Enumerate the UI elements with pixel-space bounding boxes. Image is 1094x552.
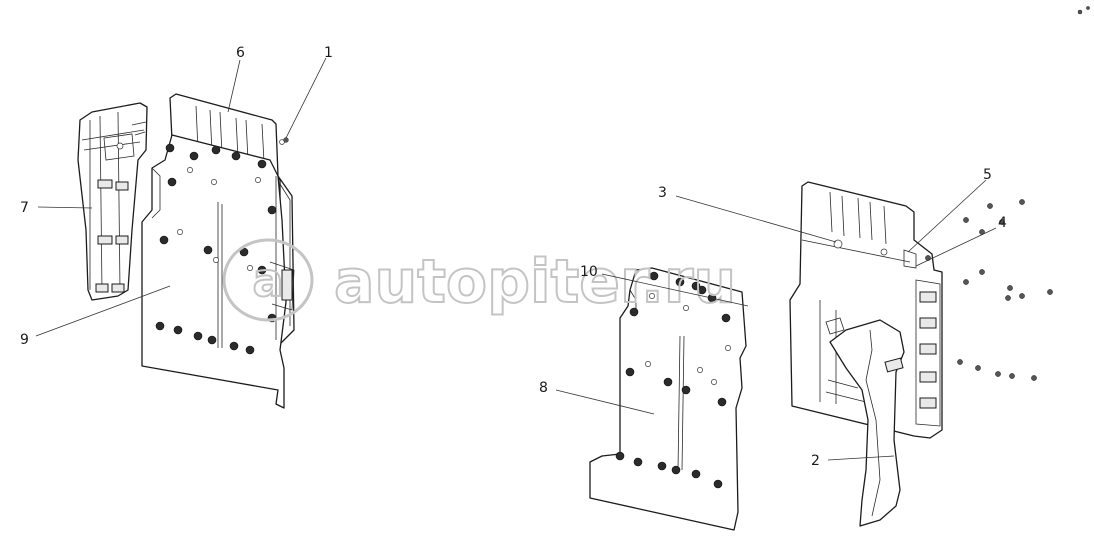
callout-7: 7 [20, 200, 29, 216]
callout-labels: 1 2 3 4 5 6 7 8 9 10 [20, 45, 1007, 469]
right-board-fasteners [615, 271, 731, 489]
callout-9: 9 [20, 332, 29, 348]
part-8-right-board [589, 267, 747, 531]
callout-4: 4 [998, 215, 1007, 231]
watermark-logo-letter: a [252, 253, 283, 307]
part-7-bracket [77, 102, 148, 301]
watermark-logo: a autopiter.ru [222, 238, 737, 322]
loose-bolts [925, 6, 1090, 381]
callout-6: 6 [236, 45, 245, 61]
callout-1: 1 [324, 45, 333, 61]
part-9-front-board [141, 134, 295, 409]
part-2-curved-shield [829, 319, 905, 527]
callout-8: 8 [539, 380, 548, 396]
callout-3: 3 [658, 185, 667, 201]
watermark-text: autopiter.ru [334, 247, 736, 317]
callout-2: 2 [811, 453, 820, 469]
callout-5: 5 [983, 167, 992, 183]
left-board-fasteners [155, 143, 277, 355]
callout-leaders [35, 57, 997, 461]
callout-10: 10 [580, 264, 598, 280]
part-1-screw [283, 137, 289, 143]
part-3-right-housing [789, 181, 943, 439]
